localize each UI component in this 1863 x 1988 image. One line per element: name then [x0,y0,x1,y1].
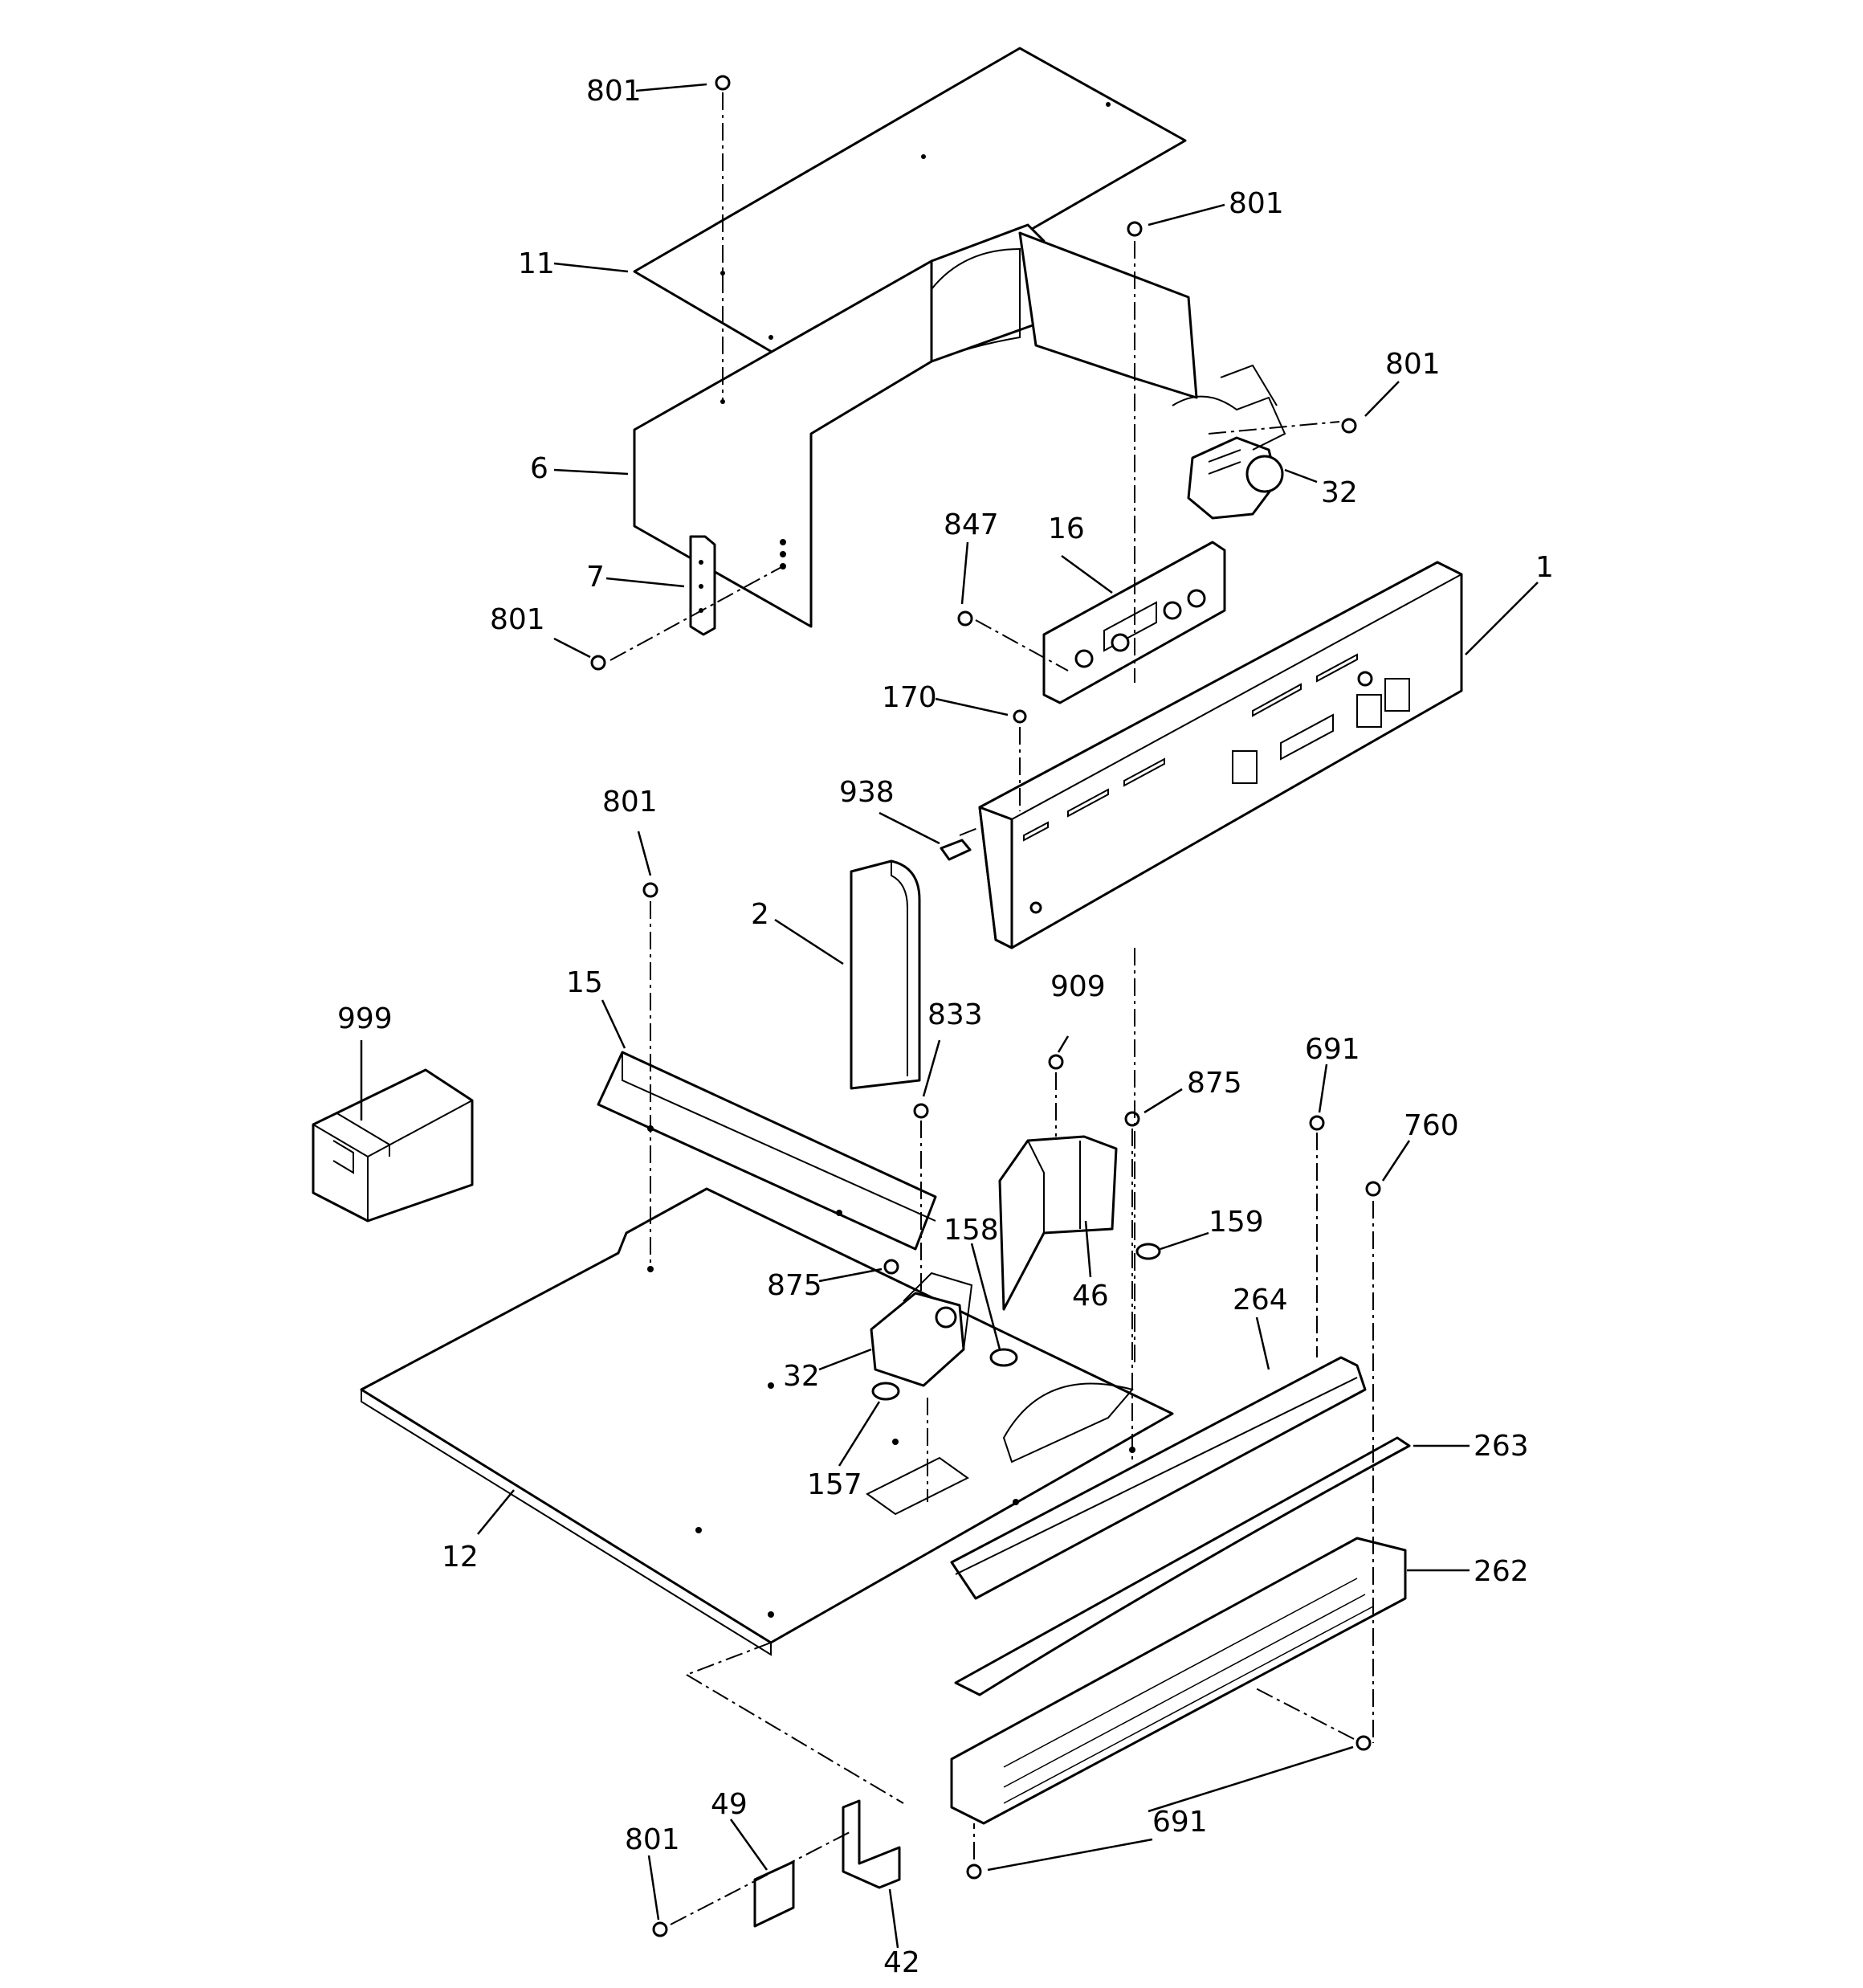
callout-875-left: 875 [767,1269,822,1302]
leader-lines [360,83,1539,1949]
part-157-sensor [871,1382,900,1401]
callout-833: 833 [927,998,983,1031]
callout-801-bottom: 801 [625,1823,680,1856]
part-6-wrapper [633,223,1198,628]
alignment-lines [609,92,1374,1925]
callout-7: 7 [586,561,605,594]
part-42-bracket [842,1799,901,1889]
part-32-lower-motor [870,1272,973,1387]
callout-11: 11 [518,247,555,280]
callout-12: 12 [442,1541,479,1574]
callout-157: 157 [807,1468,862,1501]
part-12-bottom-plate [360,1187,1174,1656]
part-2-end-cap [850,859,921,1090]
callout-801-left: 801 [490,603,545,636]
callout-909: 909 [1050,970,1106,1003]
callout-170: 170 [882,681,937,714]
callout-263: 263 [1474,1430,1529,1463]
callout-691-bottom: 691 [1152,1806,1208,1839]
part-158-sensor [989,1348,1018,1367]
callout-801-fan: 801 [1385,348,1441,381]
callout-1: 1 [1535,551,1554,584]
part-263-trim [954,1436,1411,1696]
callout-691-top: 691 [1305,1033,1360,1066]
part-999-box [312,1068,474,1223]
callout-42: 42 [883,1946,920,1979]
part-1-control-panel [978,561,1463,949]
callout-16: 16 [1048,512,1085,545]
callout-264: 264 [1233,1284,1288,1316]
callout-labels: 801 11 801 801 6 32 847 16 7 1 801 170 9… [337,75,1554,1979]
part-264-rail [950,1356,1367,1600]
callout-32-fan: 32 [1321,476,1358,509]
part-938-clip [940,839,972,861]
callout-15: 15 [566,966,603,999]
screws [590,75,1381,1937]
callout-49: 49 [711,1788,748,1821]
callout-32-motor: 32 [783,1360,820,1393]
callout-760: 760 [1404,1109,1459,1142]
part-32-fan-motor [1172,364,1286,520]
callout-801-top: 801 [586,75,642,108]
callout-6: 6 [530,452,548,485]
part-15-channel [597,1051,937,1251]
part-7-bracket [689,535,716,636]
callout-262: 262 [1474,1555,1529,1588]
part-159-sensor [1135,1243,1161,1260]
callout-801-upper-right: 801 [1229,187,1284,220]
callout-875-right: 875 [1187,1067,1242,1100]
callout-159: 159 [1209,1206,1264,1239]
callout-847: 847 [944,508,999,541]
callout-938: 938 [839,776,895,809]
callout-999: 999 [337,1002,393,1035]
callout-801-mid: 801 [602,786,658,818]
callout-2: 2 [751,898,769,931]
callout-158: 158 [944,1214,999,1247]
part-262-vent-grille [950,1537,1407,1825]
part-46-duct [998,1135,1118,1311]
part-11-top-cover [633,47,1187,367]
callout-46: 46 [1072,1280,1109,1312]
